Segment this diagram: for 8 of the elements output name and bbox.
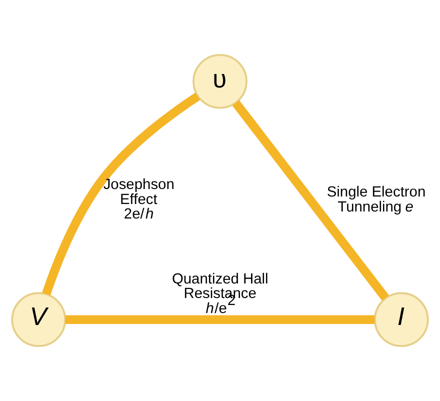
connector [232,100,389,301]
node-circle: υ [192,54,248,109]
connector [42,92,200,296]
edge-label: Single Electron Tunneling e [326,184,426,216]
connector [65,315,375,324]
edge-label: Josephson Effect 2e/h [103,177,174,223]
node-circle: V [11,292,66,348]
node-circle: I [374,292,429,348]
